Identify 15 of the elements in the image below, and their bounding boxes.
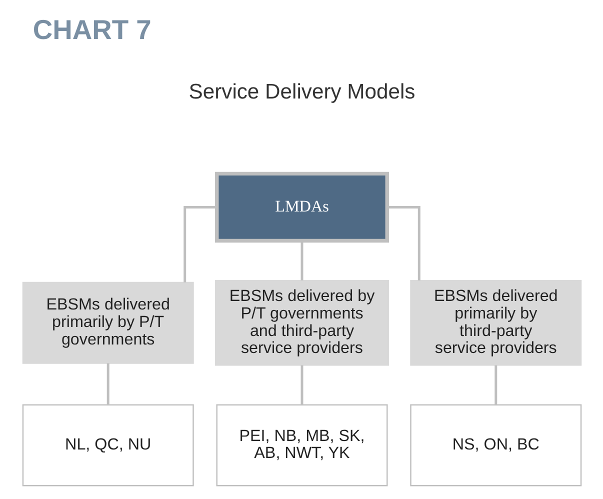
node-box: NS, ON, BC [410, 404, 582, 486]
connector [494, 365, 497, 404]
connector [300, 241, 303, 280]
connector [300, 365, 303, 404]
connector [387, 206, 420, 280]
connector [106, 363, 109, 404]
node-box: EBSMs delivered primarily by third-party service providers [410, 280, 582, 366]
node-box: PEI, NB, MB, SK, AB, NWT, YK [216, 404, 388, 486]
node-box: LMDAs [214, 172, 388, 243]
node-box: EBSMs delivered by P/T governments and third-party service providers [214, 280, 388, 366]
node-box: NL, QC, NU [22, 404, 194, 486]
connector [183, 206, 216, 282]
diagram-title: CHART 7 [32, 14, 151, 45]
node-box: EBSMs delivered primarily by P/T governments [22, 282, 194, 364]
label: Service Delivery Models [188, 80, 415, 104]
